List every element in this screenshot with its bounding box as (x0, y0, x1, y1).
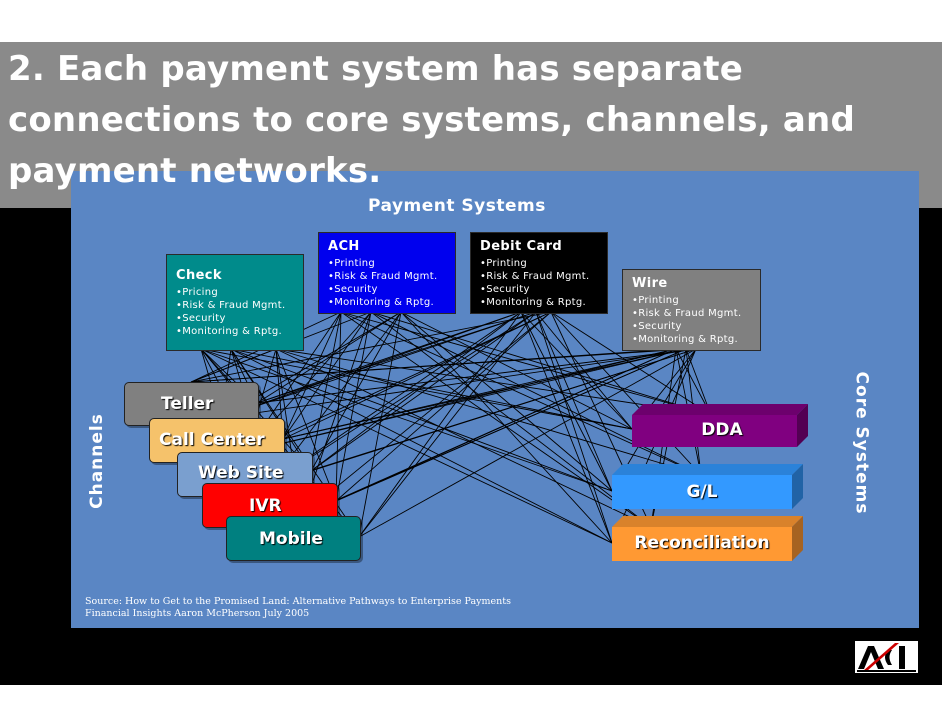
connection-line (300, 348, 677, 517)
check-feature: •Pricing (176, 287, 219, 298)
ach-feature: •Monitoring & Rptg. (328, 297, 434, 308)
core-system-blocks (612, 404, 808, 561)
check-feature: •Monitoring & Rptg. (176, 326, 282, 337)
connection-line (335, 311, 372, 502)
connection-line (200, 348, 613, 492)
debit-card-label: Debit Card (480, 239, 563, 254)
check-feature: •Risk & Fraud Mgmt. (176, 300, 286, 311)
core-block-side (792, 464, 803, 509)
connection-line (282, 311, 342, 440)
wire-feature: •Printing (632, 295, 680, 306)
ach-feature: •Risk & Fraud Mgmt. (328, 271, 438, 282)
connection-line (358, 311, 522, 538)
check-box: Check •Pricing •Risk & Fraud Mgmt. •Secu… (166, 254, 304, 351)
source-citation: Source: How to Get to the Promised Land:… (85, 596, 511, 620)
connection-line (275, 348, 337, 502)
connection-line (282, 311, 372, 440)
connection-line (282, 311, 552, 440)
check-label: Check (176, 268, 222, 283)
dda-label: DDA (701, 420, 743, 440)
top-margin (0, 0, 942, 42)
connection-line (230, 348, 633, 430)
connection-line (520, 311, 613, 544)
diagram-panel: Payment Systems Check •Pricing •Risk & F… (71, 171, 919, 628)
channels-axis-label: Channels (86, 413, 107, 509)
connection-line (520, 311, 613, 492)
connection-line (245, 348, 677, 453)
wire-label: Wire (632, 276, 668, 291)
source-line: Source: How to Get to the Promised Land:… (85, 596, 511, 607)
web-site-label: Web Site (198, 463, 284, 483)
slide-title: 2. Each payment system has separate conn… (8, 49, 855, 191)
connection-line (275, 348, 702, 476)
connection-line (535, 311, 613, 544)
ach-feature: •Printing (328, 258, 376, 269)
connection-line (310, 311, 402, 472)
connection-line (220, 348, 697, 419)
bottom-margin (0, 685, 942, 728)
reconciliation-label: Reconciliation (634, 533, 770, 553)
connection-line (340, 311, 712, 416)
connection-line (535, 311, 613, 492)
connection-line (358, 348, 697, 538)
core-systems-axis-label: Core Systems (851, 371, 872, 515)
connection-line (200, 348, 613, 544)
connection-line (190, 311, 552, 383)
mobile-label: Mobile (259, 529, 323, 549)
connection-line (340, 311, 652, 528)
connection-line (400, 311, 613, 544)
connection-line (256, 311, 537, 404)
core-block-front (632, 415, 797, 447)
core-block-top (632, 404, 808, 415)
core-block-front (612, 527, 792, 561)
connection-line (335, 311, 342, 502)
connection-line (310, 311, 522, 472)
core-block-front (612, 475, 792, 509)
connection-line (275, 348, 712, 416)
teller-label: Teller (161, 394, 214, 414)
connection-line (220, 311, 537, 419)
connection-line (256, 311, 402, 404)
gl-label: G/L (686, 482, 718, 502)
connection-line (256, 348, 697, 404)
wire-feature: •Security (632, 321, 682, 332)
ach-box: ACH •Printing •Risk & Fraud Mgmt. •Secur… (318, 232, 456, 314)
mobile-channel: Mobile (226, 516, 361, 561)
debit-card-feature: •Monitoring & Rptg. (480, 297, 586, 308)
debit-card-feature: •Risk & Fraud Mgmt. (480, 271, 590, 282)
connection-line (190, 348, 677, 383)
call-center-label: Call Center (159, 430, 265, 450)
connection-line (358, 311, 402, 538)
check-feature: •Security (176, 313, 226, 324)
connection-line (340, 311, 702, 476)
connection-line (220, 311, 522, 419)
connection-line (300, 311, 552, 517)
wire-box: Wire •Printing •Risk & Fraud Mgmt. •Secu… (622, 269, 761, 351)
connection-line (282, 348, 677, 440)
debit-card-box: Debit Card •Printing •Risk & Fraud Mgmt.… (470, 232, 608, 314)
ach-label: ACH (328, 239, 360, 254)
ivr-label: IVR (249, 496, 282, 516)
core-block-side (792, 516, 803, 561)
debit-card-feature: •Printing (480, 258, 528, 269)
connection-line (550, 311, 702, 476)
core-block-side (797, 404, 808, 447)
connection-line (335, 311, 552, 502)
wire-feature: •Monitoring & Rptg. (632, 334, 738, 345)
payment-systems-heading: Payment Systems (368, 196, 546, 216)
debit-card-feature: •Security (480, 284, 530, 295)
core-block-top (612, 516, 803, 527)
source-line: Financial Insights Aaron McPherson July … (85, 608, 310, 619)
connection-line (400, 311, 633, 430)
aci-logo (855, 641, 918, 673)
wire-feature: •Risk & Fraud Mgmt. (632, 308, 742, 319)
connection-line (245, 311, 552, 453)
connection-line (230, 348, 613, 492)
core-block-top (612, 464, 803, 475)
connection-line (550, 311, 712, 416)
connection-line (520, 311, 633, 430)
ach-feature: •Security (328, 284, 378, 295)
connection-line (310, 311, 537, 472)
connection-line (358, 311, 537, 538)
